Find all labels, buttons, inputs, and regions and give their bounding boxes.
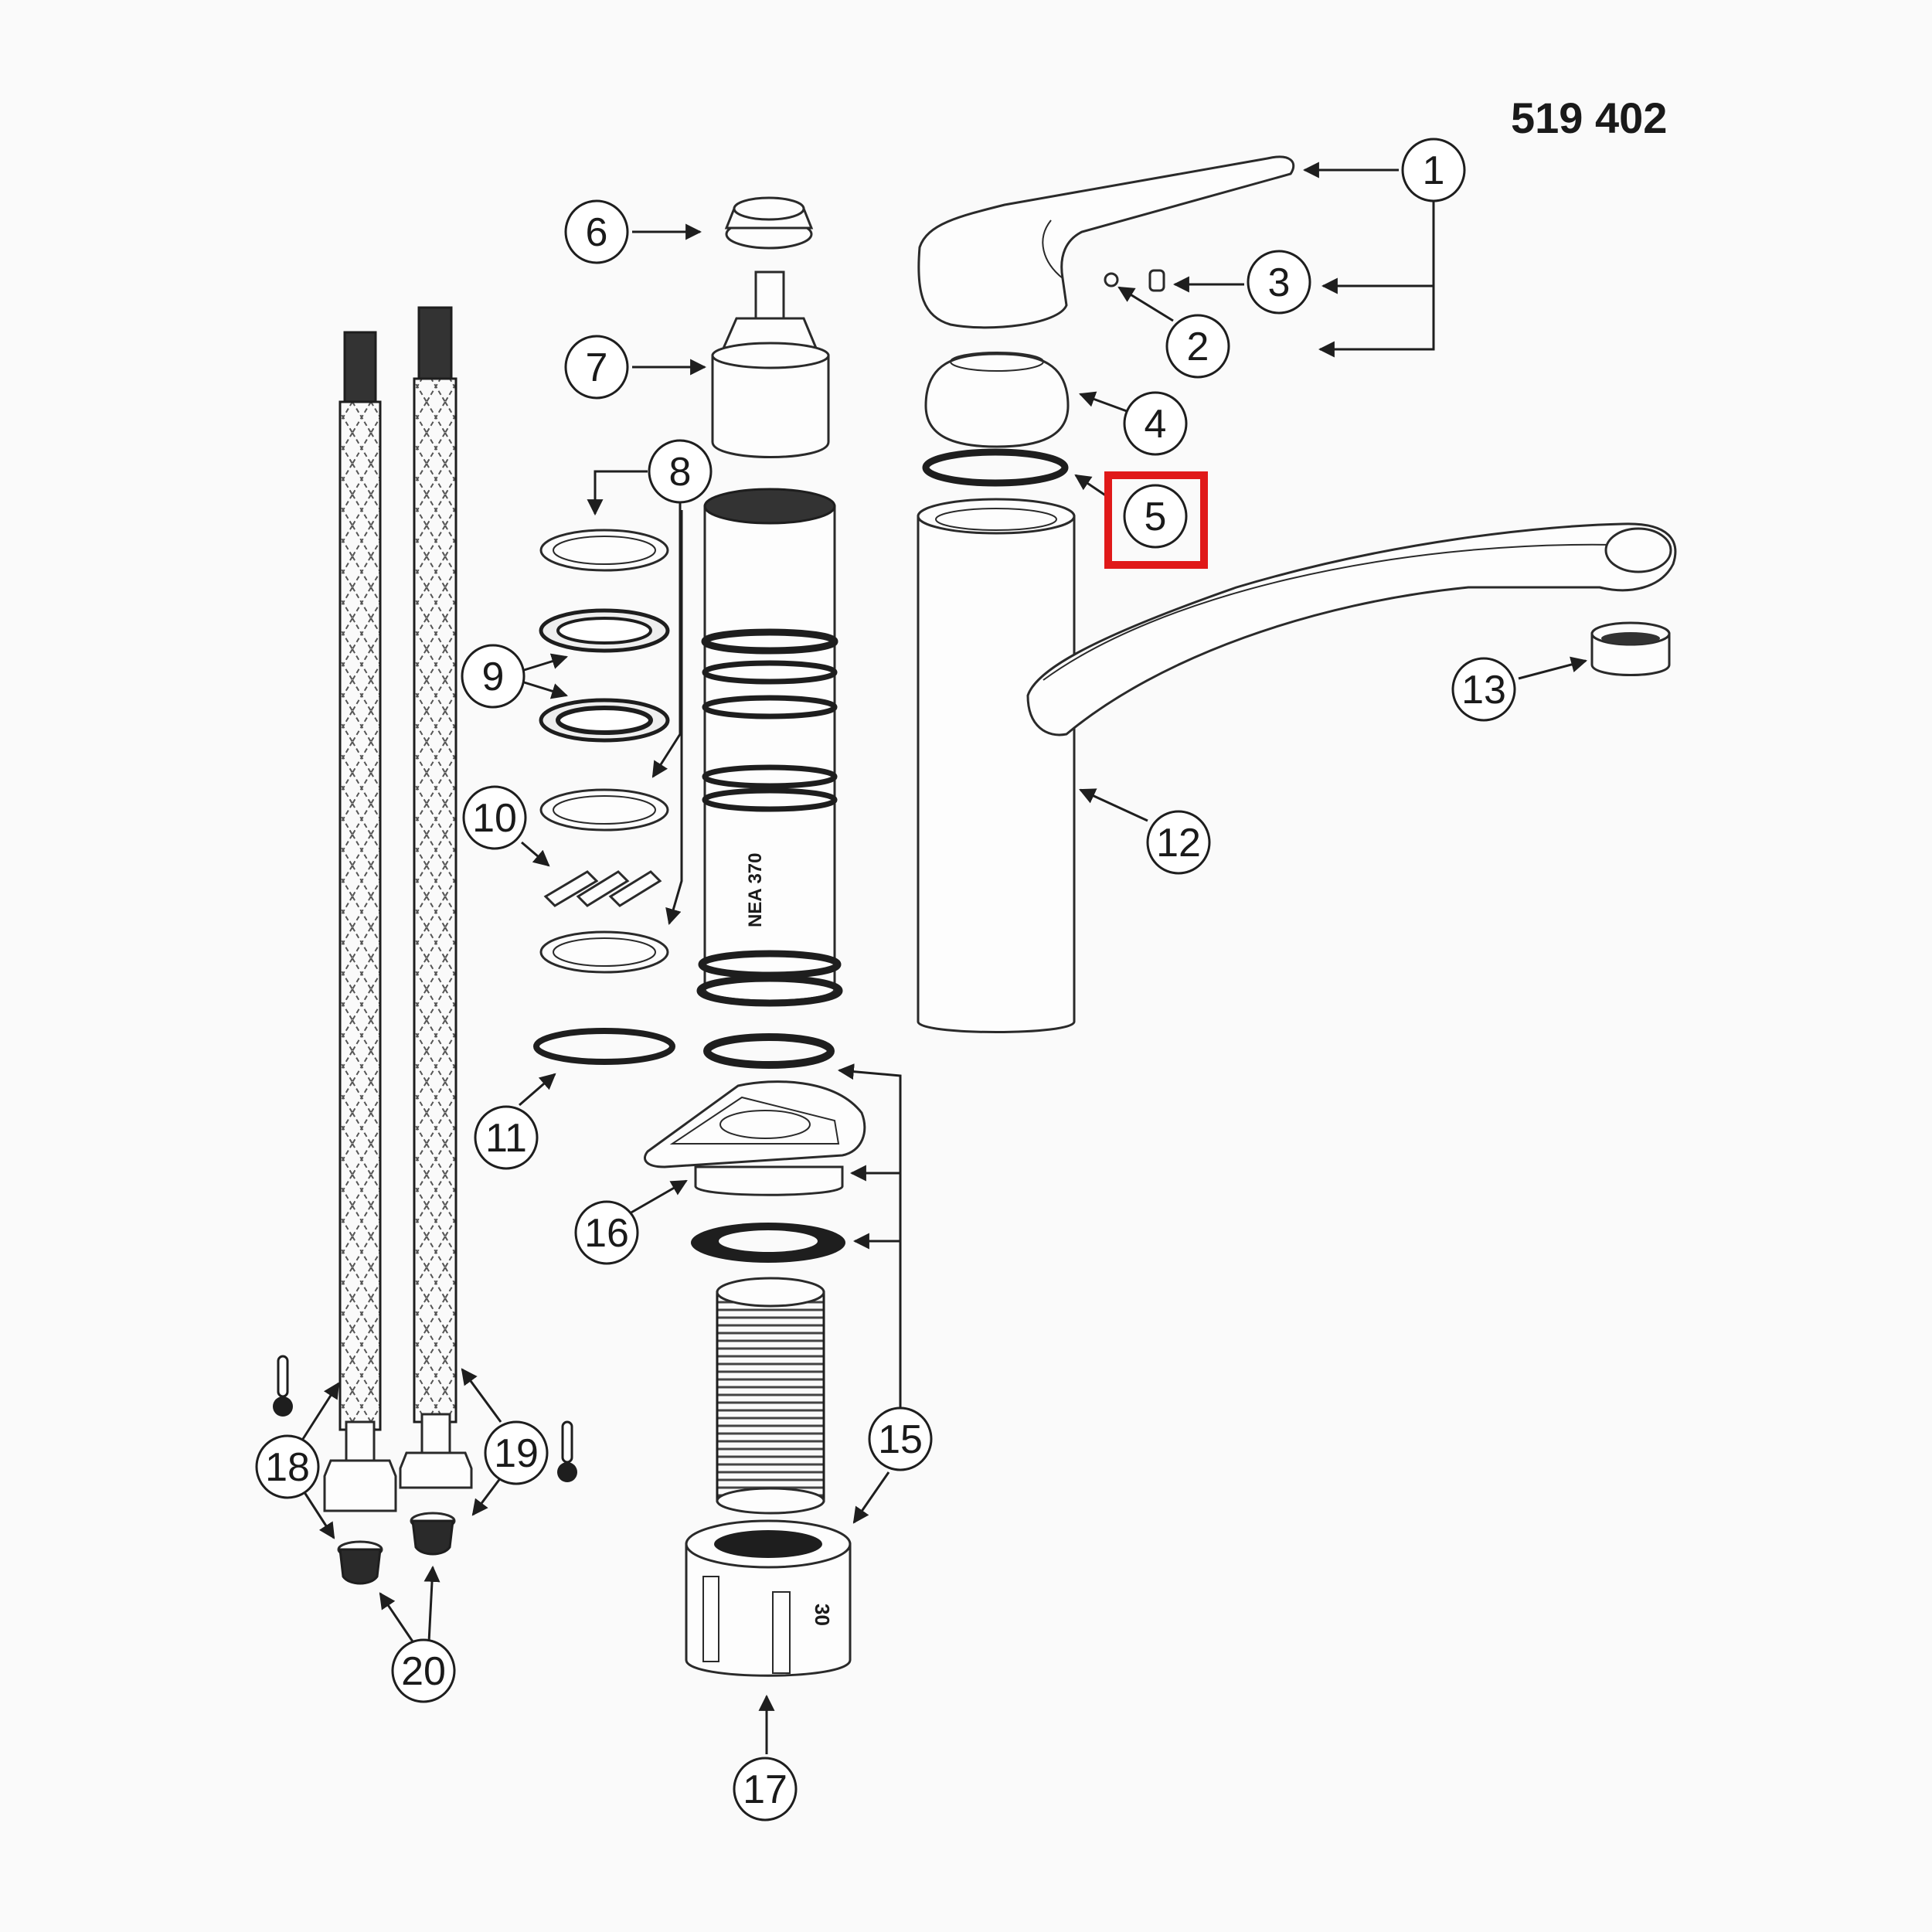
callout-3: 3 [1247, 250, 1311, 315]
callout-6: 6 [564, 199, 629, 264]
callout-8: 8 [648, 439, 713, 504]
dome-cover [924, 352, 1070, 448]
filter-insert-hot [337, 1540, 383, 1585]
spring-clip [543, 870, 662, 907]
highlight-box [1104, 471, 1208, 569]
svg-text:11: 11 [485, 1116, 527, 1161]
callout-9: 9 [461, 644, 526, 709]
supply-hose-hot [323, 331, 397, 1512]
mounting-nut: 30 [685, 1519, 852, 1677]
svg-text:9: 9 [482, 655, 505, 699]
thick-gasket [691, 1223, 845, 1263]
part-number-title: 519 402 [1511, 94, 1667, 142]
ceramic-cartridge [711, 270, 830, 458]
svg-text:15: 15 [878, 1417, 923, 1462]
svg-text:13: 13 [1461, 668, 1506, 713]
svg-text:10: 10 [472, 796, 517, 841]
callout-2: 2 [1165, 314, 1230, 379]
svg-text:2: 2 [1187, 325, 1209, 369]
threaded-tube [716, 1277, 825, 1515]
svg-text:1: 1 [1423, 148, 1445, 193]
nut-marking: 30 [811, 1604, 834, 1626]
set-screw [1104, 272, 1119, 287]
svg-text:12: 12 [1156, 821, 1201, 866]
o-ring-11 [533, 1028, 835, 1069]
split-ring-middle [539, 788, 669, 832]
cartridge-cap-nut [724, 196, 814, 250]
seal-ring-upper [539, 608, 670, 653]
cartridge-marking: NEA 370 [745, 853, 766, 928]
leader-lines [301, 162, 1588, 1754]
callout-19: 19 [484, 1420, 549, 1485]
svg-text:4: 4 [1145, 402, 1167, 447]
o-ring-5 [922, 448, 1069, 487]
split-ring-bottom [539, 930, 669, 974]
callout-10: 10 [462, 785, 527, 850]
callout-1: 1 [1401, 138, 1466, 202]
lever-handle [917, 155, 1295, 329]
svg-text:3: 3 [1268, 260, 1291, 305]
supply-hose-cold [399, 306, 473, 1489]
split-ring-top [539, 529, 669, 572]
thermometer-icon [557, 1420, 577, 1482]
svg-text:6: 6 [586, 210, 608, 255]
callout-18: 18 [255, 1434, 320, 1499]
callout-11: 11 [474, 1105, 539, 1170]
filter-insert-cold [410, 1512, 456, 1556]
svg-text:5: 5 [1145, 495, 1167, 539]
thermometer-icon [273, 1355, 293, 1417]
callout-17: 17 [733, 1757, 798, 1821]
screw-plug [1148, 269, 1165, 292]
callout-4: 4 [1123, 391, 1188, 456]
faucet-body-spout [917, 498, 1677, 1033]
svg-text:17: 17 [743, 1767, 787, 1812]
seal-ring-lower [539, 698, 670, 743]
svg-text:7: 7 [586, 345, 608, 390]
svg-text:16: 16 [584, 1211, 629, 1256]
svg-text:8: 8 [669, 450, 692, 495]
callout-7: 7 [564, 335, 629, 400]
svg-text:19: 19 [494, 1431, 539, 1476]
base-plate [644, 1080, 866, 1196]
callout-15: 15 [868, 1406, 933, 1471]
callout-5: 5 [1104, 471, 1208, 569]
svg-text:20: 20 [401, 1649, 446, 1694]
callout-12: 12 [1146, 810, 1211, 875]
callout-16: 16 [574, 1200, 639, 1265]
aerator [1590, 621, 1671, 676]
svg-text:18: 18 [265, 1445, 310, 1490]
callout-20: 20 [391, 1638, 456, 1703]
inner-sleeve: NEA 370 [696, 488, 843, 1007]
callout-13: 13 [1451, 657, 1516, 722]
